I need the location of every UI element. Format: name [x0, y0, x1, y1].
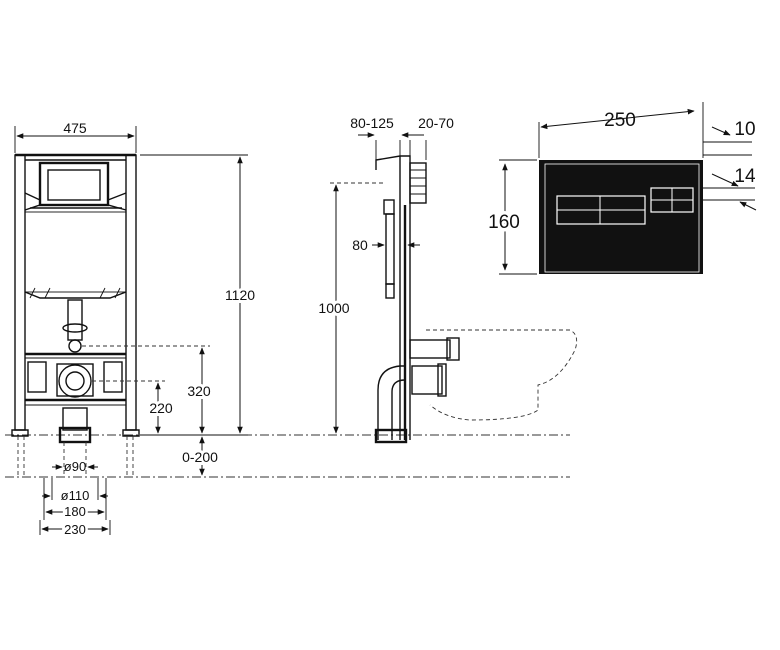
flush-plate: 250 160 10 14 — [485, 102, 757, 275]
dim-label-d90: ø90 — [64, 459, 86, 474]
dim-label-250: 250 — [604, 110, 636, 131]
dim-label-1000: 1000 — [318, 300, 349, 316]
dim-label-20-70: 20-70 — [418, 115, 454, 131]
wc-bowl-outline — [426, 329, 578, 421]
dim-label-320: 320 — [187, 383, 211, 399]
dim-label-180: 180 — [64, 504, 86, 519]
dim-label-475: 475 — [63, 120, 87, 136]
dim-label-230: 230 — [64, 522, 86, 537]
side-frame-outline — [374, 155, 460, 444]
side-view: 80-125 20-70 80 1000 — [315, 115, 578, 444]
dim-label-14: 14 — [734, 166, 756, 187]
dim-label-160: 160 — [488, 212, 520, 233]
dim-label-80: 80 — [352, 237, 368, 253]
dim-line-10 — [711, 126, 731, 136]
dim-label-220: 220 — [149, 400, 173, 416]
dim-label-10: 10 — [734, 119, 755, 140]
front-view: 475 1120 320 220 0-200 ø90 ø110 180 230 — [5, 120, 570, 540]
dim-line-14 — [711, 173, 739, 187]
dim-label-1120: 1120 — [225, 287, 255, 303]
dim-line-250 — [540, 108, 695, 130]
frame-outline — [11, 153, 140, 476]
dim-label-d110: ø110 — [61, 488, 90, 503]
dim-label-0-200: 0-200 — [182, 449, 218, 465]
dim-label-80-125: 80-125 — [350, 115, 394, 131]
